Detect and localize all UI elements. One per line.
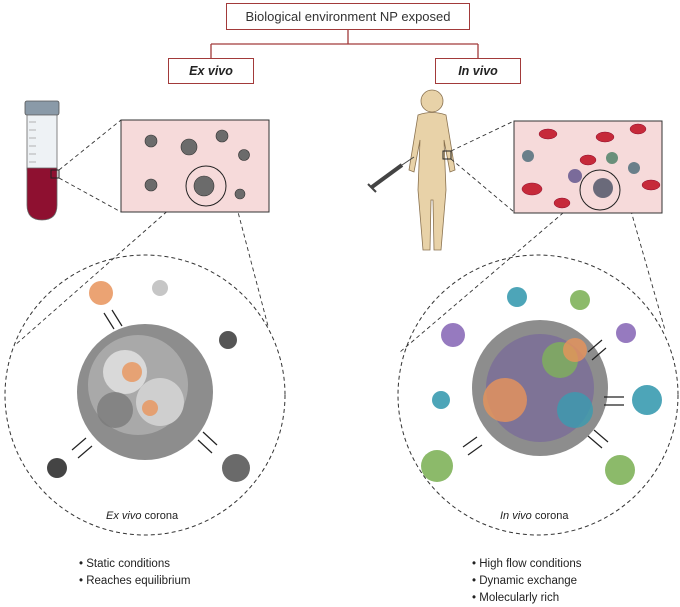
ex-vivo-label-box: Ex vivo (168, 58, 254, 84)
bullet-item: Static conditions (79, 556, 190, 573)
bullet-item: Molecularly rich (472, 590, 582, 607)
in-vivo-bullets: High flow conditions Dynamic exchange Mo… (472, 556, 582, 607)
bullet-item: High flow conditions (472, 556, 581, 573)
ex-vivo-bullets: Static conditions Reaches equilibrium (79, 556, 190, 590)
in-vivo-corona-caption: In vivo corona (500, 510, 569, 522)
ex-vivo-panel (120, 119, 270, 213)
ex-vivo-zoom-circle (4, 254, 286, 536)
tree-connector (210, 30, 479, 58)
syringe-icon (367, 156, 415, 193)
bullet-item: Reaches equilibrium (79, 573, 190, 590)
test-tube-icon (24, 100, 60, 221)
bullet-item: Dynamic exchange (472, 573, 582, 590)
in-vivo-panel (513, 120, 663, 214)
title-box: Biological environment NP exposed (226, 3, 470, 30)
ex-vivo-label: Ex vivo (189, 64, 233, 78)
in-vivo-label: In vivo (458, 64, 498, 78)
in-vivo-label-box: In vivo (435, 58, 521, 84)
diagram-title: Biological environment NP exposed (245, 9, 451, 24)
human-body-icon (408, 89, 456, 251)
zoom-lines-left (13, 119, 269, 347)
ex-vivo-corona-caption: Ex vivo corona (106, 510, 179, 522)
in-vivo-zoom-circle (397, 254, 679, 536)
